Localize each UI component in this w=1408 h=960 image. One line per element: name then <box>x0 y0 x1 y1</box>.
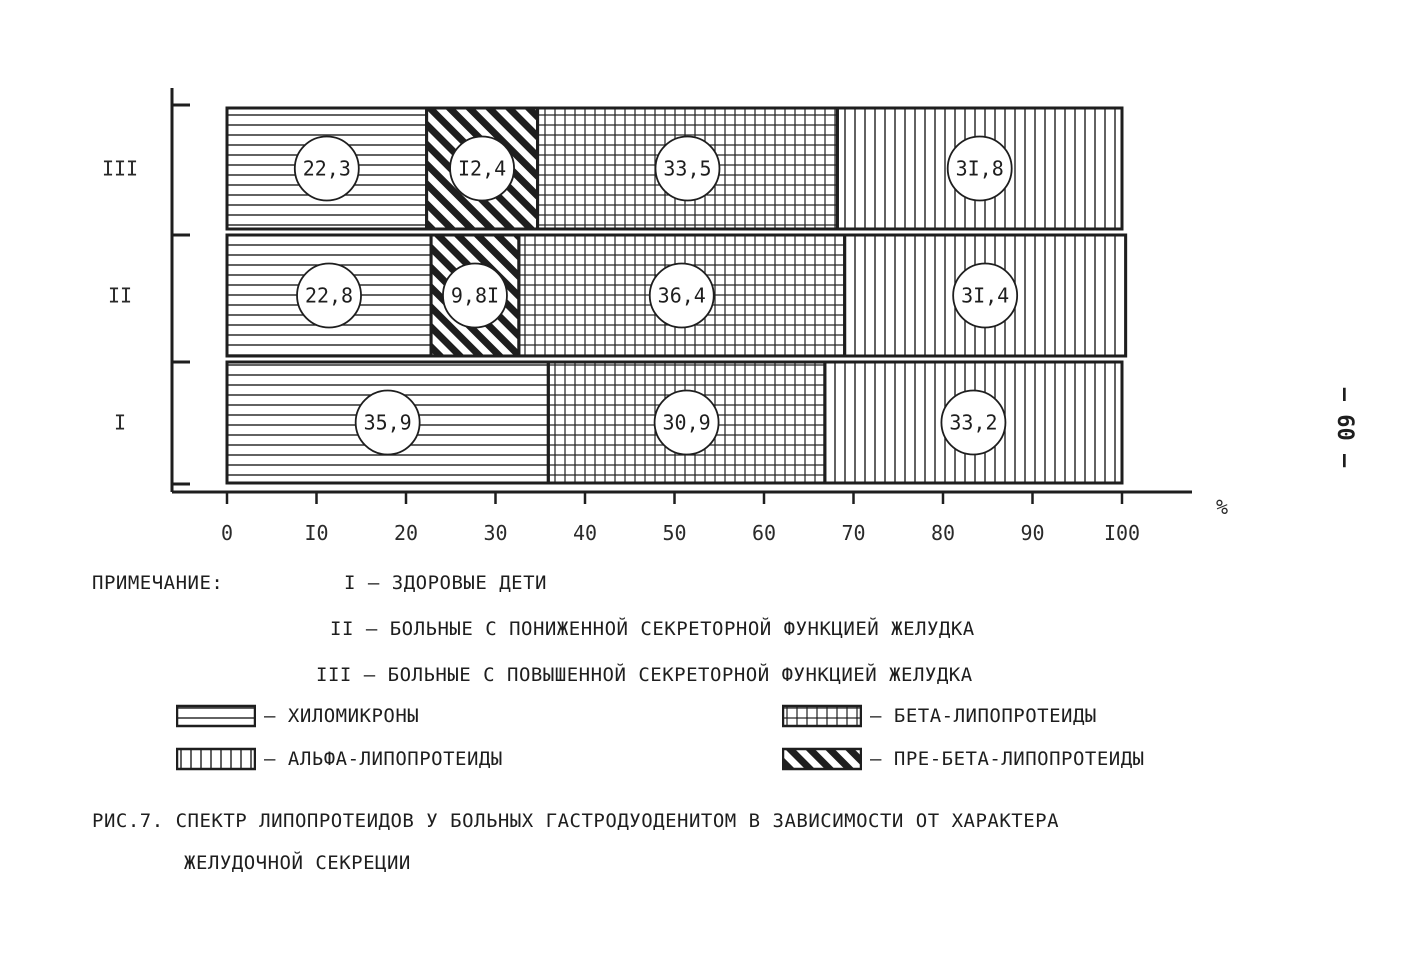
bar-label-III-2: 33,5 <box>663 157 711 181</box>
note-item-iii: III – БОЛЬНЫЕ С ПОВЫШЕННОЙ СЕКРЕТОРНОЙ Ф… <box>316 664 973 686</box>
x-tick-label-6: 60 <box>752 521 776 545</box>
bar-label-II-0: 22,8 <box>305 284 353 308</box>
legend-item-alpha: – АЛЬФА-ЛИПОПРОТЕИДЫ <box>176 746 503 772</box>
bar-label-circle-II-1 <box>442 262 508 329</box>
y-tick-label-III: III <box>102 157 138 181</box>
bar-label-II-1: 9,8I <box>451 284 499 308</box>
bar-label-circle-II-0 <box>296 262 362 329</box>
bar-label-I-3: 33,2 <box>949 411 997 435</box>
y-tick-label-I: I <box>114 411 126 435</box>
x-tick-label-0: 0 <box>221 521 233 545</box>
bar-label-circle-I-3 <box>940 389 1007 456</box>
y-tick-label-II: II <box>108 284 132 308</box>
legend-label-chylomicrons: – ХИЛОМИКРОНЫ <box>264 705 420 727</box>
bar-label-I-2: 30,9 <box>662 411 710 435</box>
bar-label-circle-III-1 <box>449 135 515 202</box>
x-tick-label-7: 70 <box>841 521 865 545</box>
legend-label-beta: – БЕТА-ЛИПОПРОТЕИДЫ <box>870 705 1097 727</box>
bar-label-II-3: 3I,4 <box>961 284 1009 308</box>
x-axis-label: % <box>1216 495 1228 519</box>
x-tick-label-9: 90 <box>1020 521 1044 545</box>
chart-labels: 22,3 I2,4 33,5 3I,8 22,8 9,8I 36,4 3I,4 35,9 30,9… <box>293 135 1019 456</box>
x-tick-label-1: I0 <box>304 521 328 545</box>
x-tick-label-2: 20 <box>394 521 418 545</box>
bar-label-circle-III-0 <box>293 135 360 202</box>
bar-label-circle-III-2 <box>654 135 721 202</box>
legend-item-prebeta: – ПРЕ-БЕТА-ЛИПОПРОТЕИДЫ <box>782 746 1145 772</box>
x-tick-label-3: 30 <box>483 521 507 545</box>
bar-label-circle-I-0 <box>354 389 421 456</box>
legend-swatch-diagonal-stripes <box>782 747 862 771</box>
page-number: – 60 – <box>1332 387 1358 468</box>
legend-item-chylomicrons: – ХИЛОМИКРОНЫ <box>176 703 419 729</box>
bar-label-III-3: 3I,8 <box>956 157 1004 181</box>
bar-label-III-0: 22,3 <box>303 157 351 181</box>
x-tick-label-8: 80 <box>931 521 955 545</box>
note-item-i: I – ЗДОРОВЫЕ ДЕТИ <box>344 572 547 594</box>
legend-swatch-grid <box>782 704 862 728</box>
bar-label-II-2: 36,4 <box>658 284 706 308</box>
caption-line-2: ЖЕЛУДОЧНОЙ СЕКРЕЦИИ <box>184 852 411 874</box>
x-tick-label-10: I00 <box>1104 521 1140 545</box>
x-tick-label-5: 50 <box>662 521 686 545</box>
legend-swatch-horizontal-lines <box>176 704 256 728</box>
legend-label-prebeta: – ПРЕ-БЕТА-ЛИПОПРОТЕИДЫ <box>870 748 1145 770</box>
bar-label-I-0: 35,9 <box>364 411 412 435</box>
bar-label-circle-II-3 <box>952 262 1019 329</box>
x-tick-label-4: 40 <box>573 521 597 545</box>
bar-label-III-1: I2,4 <box>458 157 506 181</box>
legend-item-beta: – БЕТА-ЛИПОПРОТЕИДЫ <box>782 703 1097 729</box>
bar-label-circle-I-2 <box>653 389 720 456</box>
caption-line-1: РИС.7. СПЕКТР ЛИПОПРОТЕИДОВ У БОЛЬНЫХ ГА… <box>92 810 1060 832</box>
notes-heading: ПРИМЕЧАНИЕ: <box>92 572 224 594</box>
legend-swatch-vertical-lines <box>176 747 256 771</box>
legend-label-alpha: – АЛЬФА-ЛИПОПРОТЕИДЫ <box>264 748 503 770</box>
bar-label-circle-III-3 <box>946 135 1013 202</box>
note-item-ii: II – БОЛЬНЫЕ С ПОНИЖЕННОЙ СЕКРЕТОРНОЙ ФУ… <box>330 618 975 640</box>
figure-caption: РИС.7. СПЕКТР ЛИПОПРОТЕИДОВ У БОЛЬНЫХ ГА… <box>92 800 1059 884</box>
bar-label-circle-II-2 <box>648 262 715 329</box>
